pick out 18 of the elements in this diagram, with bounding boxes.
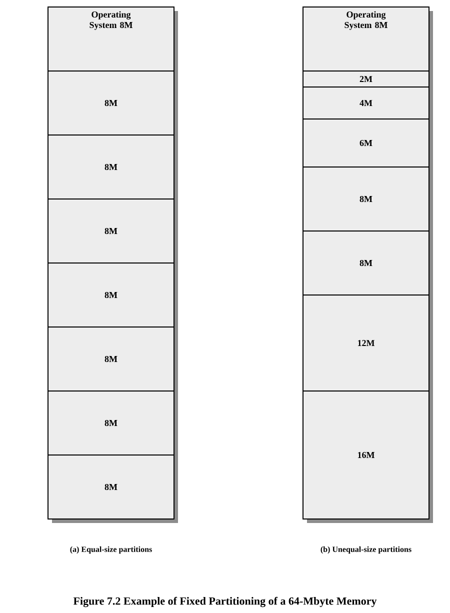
partition-box: 8M	[48, 70, 174, 136]
partition-box: 8M	[48, 134, 174, 200]
partition-box: 8M	[302, 166, 430, 232]
partition-box: 16M	[302, 390, 430, 520]
partition-box: 12M	[302, 294, 430, 392]
partition-box: 4M	[302, 86, 430, 120]
partition-box: 2M	[302, 70, 430, 88]
partition-box: 6M	[302, 118, 430, 168]
subfigure-label: (a) Equal-size partitions	[70, 546, 152, 554]
partition-box: 8M	[48, 390, 174, 456]
subfigure-label: (b) Unequal-size partitions	[320, 546, 412, 554]
partition-box: Operating System 8M	[48, 6, 174, 72]
partition-box: 8M	[48, 198, 174, 264]
partition-box: 8M	[48, 262, 174, 328]
partition-box: 8M	[48, 326, 174, 392]
partition-box: 8M	[302, 230, 430, 296]
figure-caption: Figure 7.2 Example of Fixed Partitioning of a 64-Mbyte Memory	[73, 596, 377, 608]
partition-box: 8M	[48, 454, 174, 520]
